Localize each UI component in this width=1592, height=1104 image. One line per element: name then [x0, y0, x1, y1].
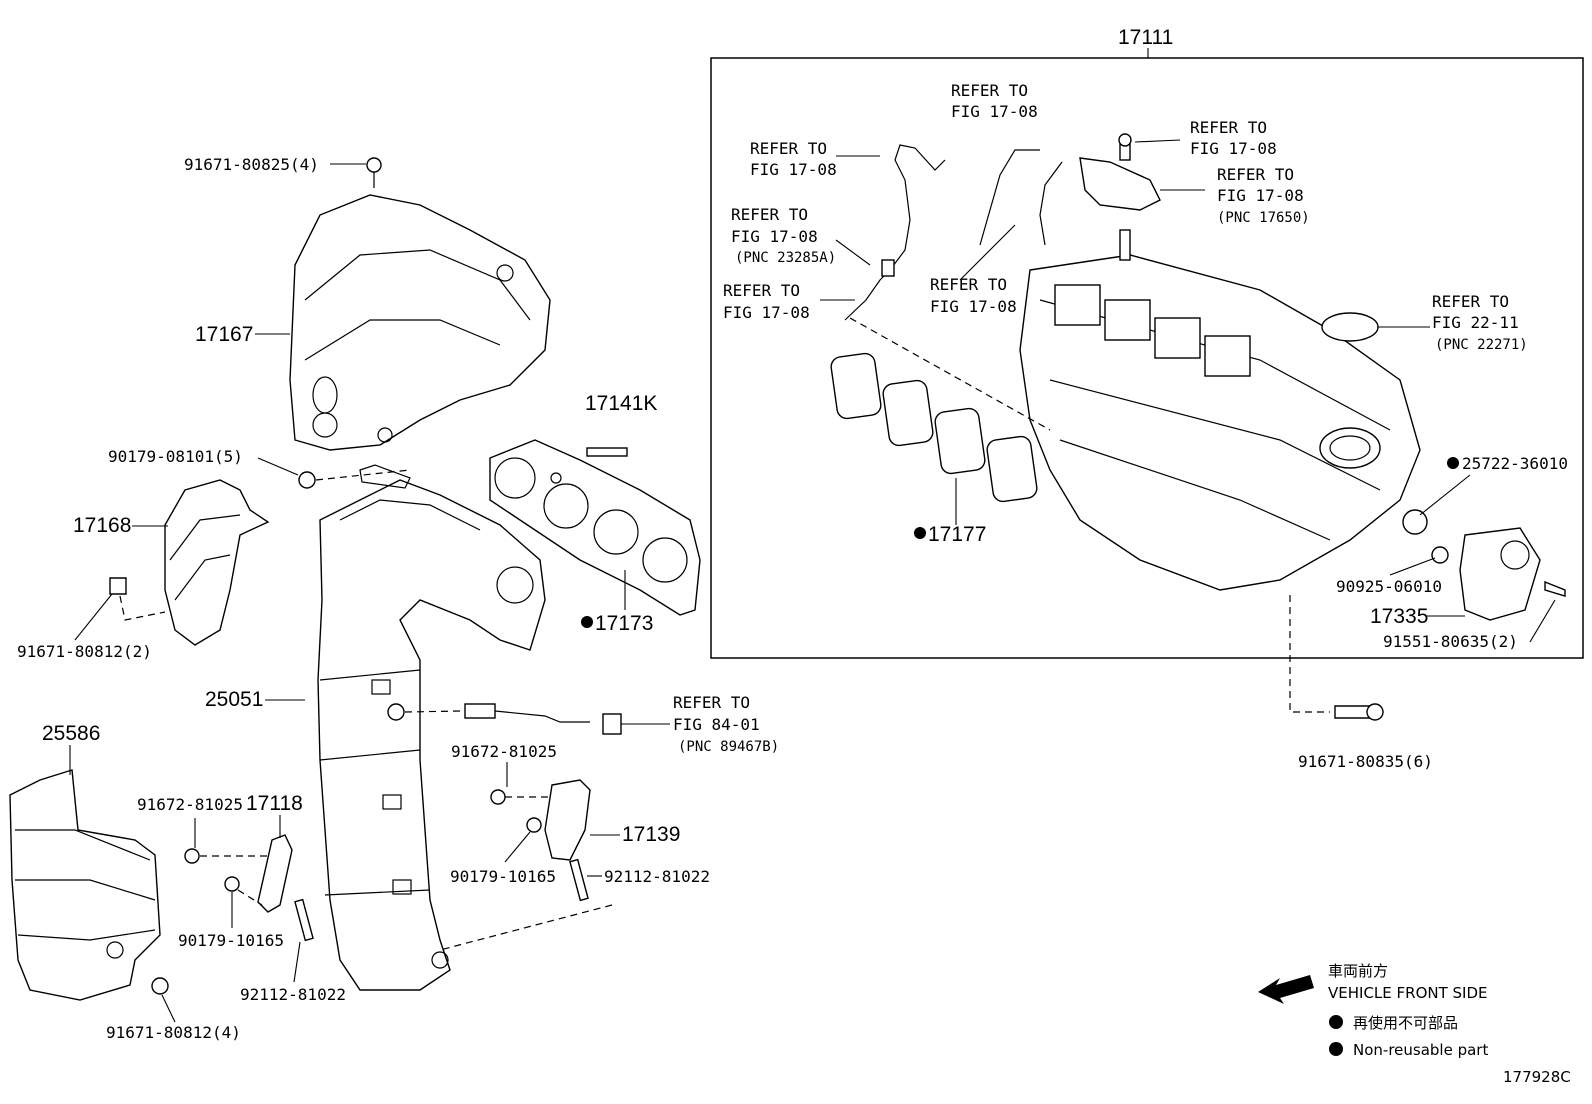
- part-91672-81025-a-label[interactable]: 91672-81025: [137, 795, 243, 814]
- vsv-bracket[interactable]: [1079, 133, 1161, 211]
- bolt-91672-81025-a-icon[interactable]: [184, 848, 200, 864]
- gasket-90925[interactable]: [1431, 546, 1449, 564]
- heat-insulator-17167[interactable]: [289, 194, 551, 451]
- o-ring-part[interactable]: [1402, 509, 1428, 535]
- part-25722-label[interactable]: 25722-36010: [1462, 454, 1568, 473]
- intake-refer-labels: REFER TO FIG 17-08 REFER TO FIG 17-08 RE…: [723, 81, 1528, 353]
- stud-92112-81022-b-icon[interactable]: [569, 858, 589, 902]
- part-91671-80812-4-label[interactable]: 91671-80812(4): [106, 1023, 241, 1042]
- part-92112-81022-a-label[interactable]: 92112-81022: [240, 985, 346, 1004]
- part-91671-80812-2-label[interactable]: 91671-80812(2): [17, 642, 152, 661]
- nonreuse-dot-icon-2: [1329, 1042, 1343, 1056]
- part-91672-81025-b-label[interactable]: 91672-81025: [451, 742, 557, 761]
- part-17139-label[interactable]: 17139: [622, 823, 680, 846]
- svg-text:FIG 17-08: FIG 17-08: [731, 227, 818, 246]
- stud-92112-81022-a-icon[interactable]: [294, 898, 314, 942]
- nonreuse-dot-icon: [1329, 1015, 1343, 1029]
- svg-text:(PNC 17650): (PNC 17650): [1217, 210, 1310, 226]
- legend-nonreuse-jp: 再使用不可部品: [1353, 1014, 1458, 1032]
- svg-text:(PNC 22271): (PNC 22271): [1435, 337, 1528, 353]
- svg-text:FIG 17-08: FIG 17-08: [1217, 186, 1304, 205]
- vsv-connector[interactable]: [881, 259, 895, 277]
- actuator-17335[interactable]: [1459, 527, 1541, 621]
- exhaust-manifold-25051[interactable]: [317, 464, 546, 991]
- filter-screen-part[interactable]: [1321, 312, 1379, 342]
- bolt-91671-80835-icon[interactable]: [1334, 705, 1371, 719]
- part-90179-10165-b-label[interactable]: 90179-10165: [450, 867, 556, 886]
- legend-nonreuse-en: Non-reusable part: [1353, 1041, 1488, 1059]
- svg-text:(PNC 23285A): (PNC 23285A): [735, 250, 836, 266]
- nut-90179-10165-b-icon[interactable]: [526, 817, 542, 833]
- assembly-number[interactable]: 17111: [1118, 26, 1173, 49]
- svg-text:FIG 22-11: FIG 22-11: [1432, 313, 1519, 332]
- bolt-91551-icon[interactable]: [1544, 580, 1566, 597]
- o2-refer-pnc: (PNC 89467B): [678, 739, 779, 755]
- svg-text:FIG 17-08: FIG 17-08: [1190, 139, 1277, 158]
- svg-text:REFER TO: REFER TO: [750, 139, 827, 158]
- svg-text:REFER TO: REFER TO: [1190, 118, 1267, 137]
- part-25586-label[interactable]: 25586: [42, 722, 100, 745]
- svg-text:REFER TO: REFER TO: [723, 281, 800, 300]
- nut-90179-08101-icon[interactable]: [298, 471, 316, 489]
- bolt-91671-80812-4-icon[interactable]: [151, 977, 169, 995]
- manifold-gaskets[interactable]: [830, 352, 1038, 503]
- part-17168-label[interactable]: 17168: [73, 514, 131, 537]
- o2-refer-fig: FIG 84-01: [673, 715, 760, 734]
- bolt-91671-80812-2-icon[interactable]: [109, 577, 127, 595]
- part-91671-80825-label[interactable]: 91671-80825(4): [184, 155, 319, 174]
- part-91551-label[interactable]: 91551-80635(2): [1383, 632, 1518, 651]
- bracket-17118[interactable]: [257, 834, 293, 913]
- svg-text:FIG 17-08: FIG 17-08: [723, 303, 810, 322]
- svg-text:REFER TO: REFER TO: [951, 81, 1028, 100]
- bracket-17139[interactable]: [544, 779, 591, 861]
- part-17335-label[interactable]: 17335: [1370, 605, 1428, 628]
- o2-refer-line1: REFER TO: [673, 693, 750, 712]
- svg-text:REFER TO: REFER TO: [731, 205, 808, 224]
- part-90179-10165-a-label[interactable]: 90179-10165: [178, 931, 284, 950]
- bolt-91671-80825-icon[interactable]: [366, 157, 382, 173]
- svg-text:REFER TO: REFER TO: [1217, 165, 1294, 184]
- intake-manifold[interactable]: [1019, 229, 1421, 591]
- figure-code: 177928C: [1503, 1068, 1571, 1086]
- heat-insulator-17168[interactable]: [164, 479, 270, 646]
- nut-90179-10165-a-icon[interactable]: [224, 876, 240, 892]
- part-17118-label[interactable]: 17118: [246, 792, 303, 815]
- legend-front-jp: 車両前方: [1328, 962, 1388, 980]
- heat-insulator-25586[interactable]: [9, 769, 161, 1001]
- part-25051-label[interactable]: 25051: [205, 688, 263, 711]
- svg-text:FIG 17-08: FIG 17-08: [750, 160, 837, 179]
- svg-text:FIG 17-08: FIG 17-08: [930, 297, 1017, 316]
- legend: 車両前方 VEHICLE FRONT SIDE 再使用不可部品 Non-reus…: [1258, 962, 1488, 1059]
- stud-17141k[interactable]: [586, 447, 628, 457]
- part-17141k-label[interactable]: 17141K: [585, 392, 657, 415]
- part-92112-81022-b-label[interactable]: 92112-81022: [604, 867, 710, 886]
- part-91671-80835-label[interactable]: 91671-80835(6): [1298, 752, 1433, 771]
- part-90179-08101-label[interactable]: 90179-08101(5): [108, 447, 243, 466]
- part-90925-label[interactable]: 90925-06010: [1336, 577, 1442, 596]
- exhaust-gasket-17173[interactable]: [489, 439, 701, 616]
- part-17177-label[interactable]: 17177: [928, 523, 986, 546]
- svg-text:REFER TO: REFER TO: [1432, 292, 1509, 311]
- legend-front-en: VEHICLE FRONT SIDE: [1328, 984, 1488, 1002]
- part-17173-label[interactable]: 17173: [595, 612, 653, 635]
- bolt-91672-81025-b-icon[interactable]: [490, 789, 506, 805]
- oxygen-sensor[interactable]: [387, 703, 622, 735]
- svg-text:FIG 17-08: FIG 17-08: [951, 102, 1038, 121]
- part-17167-label[interactable]: 17167: [195, 323, 253, 346]
- assembly-frame: [710, 57, 1584, 659]
- svg-text:REFER TO: REFER TO: [930, 275, 1007, 294]
- front-arrow-icon: [1258, 975, 1314, 1004]
